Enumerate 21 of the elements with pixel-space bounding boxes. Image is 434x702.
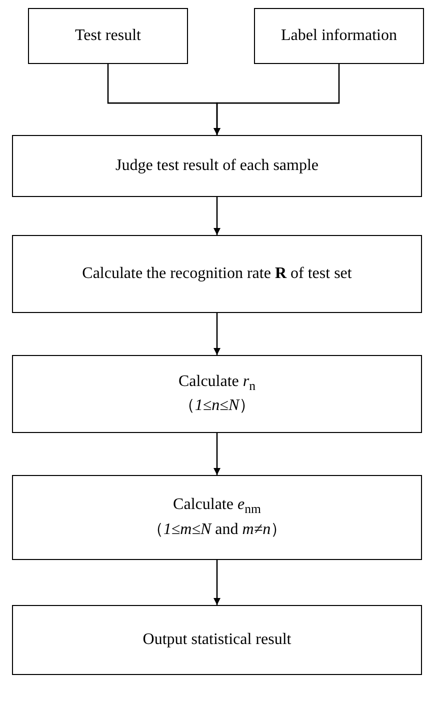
arrow [214, 313, 220, 355]
step-text: Test result [75, 26, 141, 46]
step-text: Judge test result of each sample [115, 156, 319, 176]
arrow [214, 560, 220, 605]
step-text: Label information [281, 26, 397, 46]
step-text: Calculate r$_{n}$ [178, 372, 256, 396]
step-text: （1≤m≤N and m≠n） [147, 520, 287, 540]
step-text: （1≤n≤N） [178, 396, 256, 416]
process-box [28, 8, 188, 64]
process-box [12, 235, 422, 313]
process-box [12, 135, 422, 197]
arrow [214, 433, 220, 475]
arrow [214, 197, 220, 235]
process-box [254, 8, 424, 64]
step-text: Calculate e$_{nm}$ [173, 495, 261, 519]
step-text: Output statistical result [142, 630, 292, 650]
process-box [12, 355, 422, 433]
process-box [12, 475, 422, 560]
process-box [12, 605, 422, 675]
step-text: Calculate the recognition rate R of test set [82, 264, 352, 284]
arrow [214, 64, 340, 135]
